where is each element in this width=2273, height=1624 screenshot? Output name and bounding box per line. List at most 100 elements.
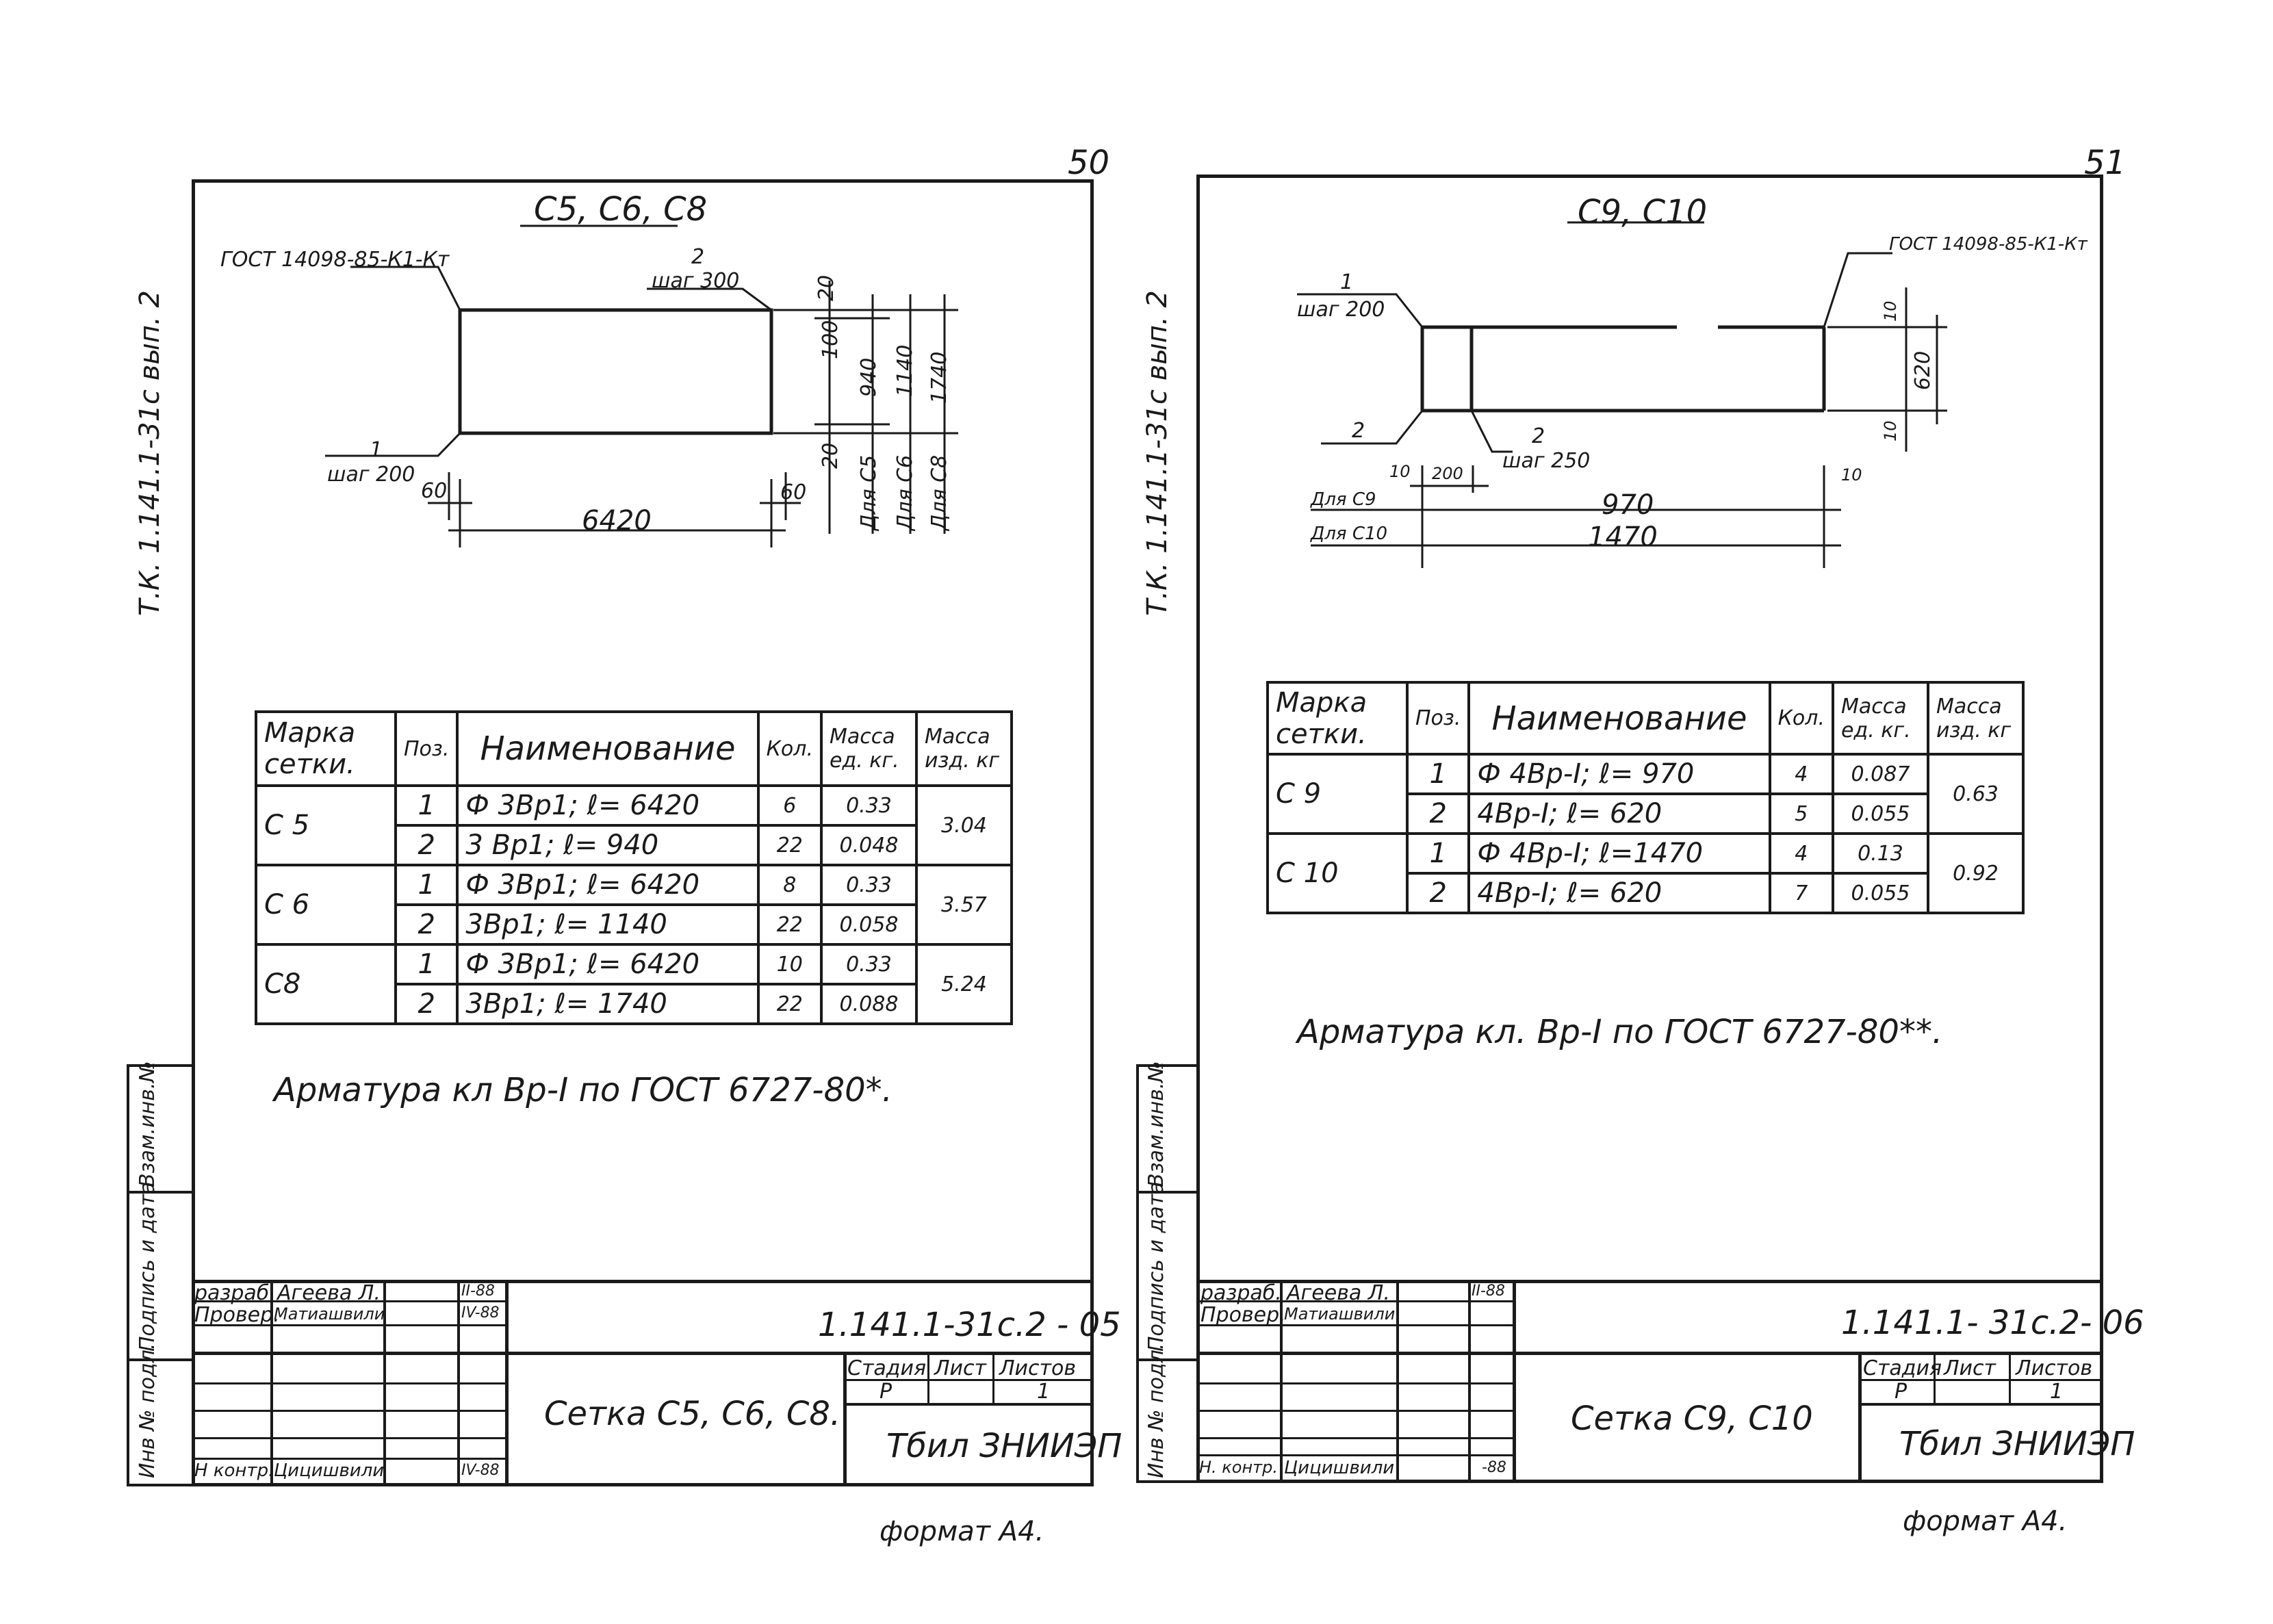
cell-pos: 1 bbox=[394, 784, 459, 827]
tb-sheets: 1 bbox=[2050, 1380, 2064, 1404]
tb-nkontr-date: IV-88 bbox=[461, 1462, 500, 1479]
cell-mark: С 5 bbox=[255, 784, 397, 866]
h-name: Наименование bbox=[1467, 681, 1771, 756]
tb-line bbox=[1468, 1280, 1471, 1483]
cell-name: Ф 4Вр-I; ℓ= 970 bbox=[1467, 753, 1771, 795]
tb-line bbox=[270, 1280, 273, 1485]
cell-name: 3Вр1; ℓ= 1740 bbox=[456, 983, 760, 1025]
cell-qty: 4 bbox=[1768, 832, 1835, 875]
table-row: С 6 1 Ф 3Вр1; ℓ= 6420 8 0.33 3.57 bbox=[255, 864, 1013, 946]
tb-line bbox=[1196, 1437, 1515, 1439]
cell-name: 3 Вр1; ℓ= 940 bbox=[456, 824, 760, 866]
tb-stage: Р bbox=[879, 1380, 892, 1404]
tb-line bbox=[192, 1410, 506, 1412]
stamp-strip-line bbox=[1136, 1480, 1199, 1483]
cell-mass-unit: 0.33 bbox=[820, 864, 918, 906]
spec-table-left: Марка сетки. Поз. Наименование Кол. Масс… bbox=[255, 710, 1013, 1025]
tb-prover-label: Провер. bbox=[1200, 1303, 1286, 1327]
h-mass-unit: Масса ед. кг. bbox=[1832, 681, 1929, 756]
tb-line bbox=[1858, 1352, 1862, 1483]
tb-line bbox=[843, 1352, 847, 1485]
cell-mass-item: 0.92 bbox=[1927, 832, 2025, 914]
stamp-strip-line bbox=[127, 1358, 195, 1361]
cell-mass-unit: 0.088 bbox=[820, 983, 918, 1025]
cell-mass-unit: 0.055 bbox=[1832, 872, 1929, 914]
tb-line bbox=[1513, 1280, 1516, 1483]
tb-line bbox=[192, 1324, 506, 1326]
h-mass-unit: Масса ед. кг. bbox=[820, 710, 918, 787]
dim-60-left: 60 bbox=[421, 479, 448, 503]
dim-200: 200 bbox=[1432, 464, 1463, 483]
h-mark: Марка сетки. bbox=[1266, 681, 1409, 756]
h-qty: Кол. bbox=[1768, 681, 1835, 756]
tb-code: 1.141.1- 31с.2- 06 bbox=[1841, 1304, 2144, 1342]
pos1-label: 1 bbox=[370, 438, 383, 462]
tb-line bbox=[1196, 1324, 1515, 1326]
table-row: 2 4Вр-I; ℓ= 620 7 0.055 bbox=[1268, 872, 2023, 914]
dim-1140: 1140 bbox=[893, 344, 917, 397]
cell-mark: С8 bbox=[255, 943, 397, 1025]
stamp-strip-line bbox=[1136, 1064, 1139, 1483]
cell-mark: С 9 bbox=[1266, 753, 1409, 835]
h-qty: Кол. bbox=[756, 710, 823, 787]
cell-pos: 2 bbox=[394, 983, 459, 1025]
cell-mass-unit: 0.33 bbox=[820, 943, 918, 985]
cell-name: Ф 3Вр1; ℓ= 6420 bbox=[456, 864, 760, 906]
gost-label: ГОСТ 14098-85-К1-Кт bbox=[1889, 234, 2088, 255]
gost-label: ГОСТ 14098-85-К1-Кт bbox=[220, 248, 450, 272]
tb-stage-label: Стадия bbox=[1863, 1356, 1942, 1380]
cell-mass-unit: 0.048 bbox=[820, 824, 918, 866]
cell-mass-item: 5.24 bbox=[915, 943, 1013, 1025]
cell-qty: 22 bbox=[756, 983, 823, 1025]
cell-mass-item: 3.57 bbox=[915, 864, 1013, 946]
table-row: 2 3Вр1; ℓ= 1140 22 0.058 bbox=[256, 903, 1012, 946]
tb-prover-name: Матиашвили bbox=[1284, 1304, 1396, 1324]
tb-razrab-label: разраб. bbox=[194, 1281, 276, 1305]
h-mark: Марка сетки. bbox=[255, 710, 397, 787]
stamp-strip-line bbox=[127, 1484, 195, 1486]
tb-line bbox=[1196, 1454, 1515, 1456]
dim-for-c10: Для С10 bbox=[1311, 524, 1388, 544]
tb-title: Сетка С9, С10 bbox=[1571, 1400, 1813, 1438]
cell-mark: С 6 bbox=[255, 864, 397, 946]
tb-line bbox=[1196, 1352, 2103, 1355]
tb-line bbox=[192, 1437, 506, 1439]
dim-length: 6420 bbox=[582, 505, 652, 537]
dim-for-c6: Для С6 bbox=[893, 454, 917, 530]
tb-sheet-label: Лист bbox=[1944, 1356, 1996, 1380]
table-row: 2 3 Вр1; ℓ= 940 22 0.048 bbox=[256, 824, 1012, 866]
table-header-row: Марка сетки. Поз. Наименование Кол. Масс… bbox=[1266, 681, 2025, 756]
pos2a-label: 2 bbox=[1352, 419, 1365, 443]
tb-prover-label: Провер. bbox=[194, 1303, 280, 1327]
tb-line bbox=[383, 1280, 386, 1485]
tb-razrab-date: II-88 bbox=[461, 1283, 495, 1300]
stamp-inv: Инв № подл. bbox=[1144, 1343, 1168, 1478]
tb-line bbox=[192, 1300, 506, 1302]
page-number-left: 50 bbox=[1068, 144, 1110, 182]
cell-qty: 8 bbox=[756, 864, 823, 906]
tb-line bbox=[843, 1403, 1094, 1406]
tb-nkontr-date: -88 bbox=[1482, 1459, 1506, 1476]
cell-pos: 2 bbox=[394, 824, 459, 866]
dim-for-c5: Для С5 bbox=[857, 454, 881, 530]
tb-razrab-name: Агеева Л. bbox=[277, 1281, 381, 1305]
pos2-step: шаг 250 bbox=[1502, 449, 1591, 473]
tb-stage-label: Стадия bbox=[847, 1356, 927, 1380]
stamp-strip-line bbox=[127, 1064, 129, 1486]
tb-sheets-label: Листов bbox=[2016, 1356, 2093, 1380]
side-label: Т.К. 1.141.1-31с вып. 2 bbox=[134, 290, 166, 616]
cell-pos: 1 bbox=[1405, 753, 1471, 795]
tb-razrab-date: II-88 bbox=[1472, 1283, 1505, 1300]
h-name: Наименование bbox=[456, 710, 760, 787]
cell-mass-unit: 0.33 bbox=[820, 784, 918, 827]
tb-nkontr-label: Н контр. bbox=[194, 1460, 274, 1481]
tb-prover-name: Матиашвили bbox=[274, 1304, 385, 1324]
cell-pos: 2 bbox=[1405, 872, 1471, 914]
dim-10-top: 10 bbox=[1881, 300, 1900, 322]
dim-970: 970 bbox=[1602, 489, 1654, 521]
note: Арматура кл. Вр-I по ГОСТ 6727-80**. bbox=[1297, 1013, 1943, 1051]
tb-line bbox=[457, 1280, 460, 1485]
cell-pos: 2 bbox=[1405, 792, 1471, 835]
stamp-sign: Подпись и дата bbox=[1144, 1181, 1168, 1352]
cell-qty: 5 bbox=[1768, 792, 1835, 835]
